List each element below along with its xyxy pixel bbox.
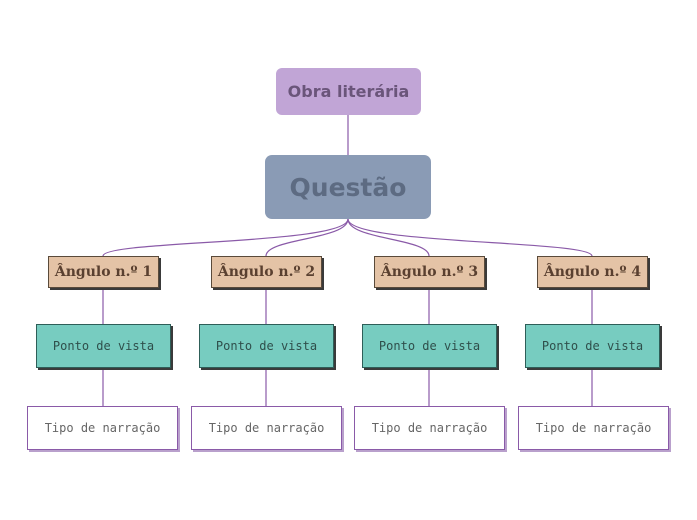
central-topic-label: Questão <box>289 172 407 202</box>
narration-node-3[interactable]: Tipo de narração <box>354 406 505 450</box>
narration-label: Tipo de narração <box>371 421 488 435</box>
angle-node-4[interactable]: Ângulo n.º 4 <box>537 256 648 288</box>
narration-node-2[interactable]: Tipo de narração <box>191 406 342 450</box>
pov-node-2[interactable]: Ponto de vista <box>199 324 334 368</box>
pov-node-4[interactable]: Ponto de vista <box>525 324 660 368</box>
angle-node-3[interactable]: Ângulo n.º 3 <box>374 256 485 288</box>
connector-main-angle-4 <box>347 218 593 257</box>
connector-main-angle-1 <box>102 218 349 257</box>
narration-label: Tipo de narração <box>208 421 325 435</box>
pov-label: Ponto de vista <box>52 339 155 353</box>
narration-node-1[interactable]: Tipo de narração <box>27 406 178 450</box>
topic-obra-literaria[interactable]: Obra literária <box>276 68 421 115</box>
pov-label: Ponto de vista <box>378 339 481 353</box>
pov-node-1[interactable]: Ponto de vista <box>36 324 171 368</box>
narration-node-4[interactable]: Tipo de narração <box>518 406 669 450</box>
angle-node-2[interactable]: Ângulo n.º 2 <box>211 256 322 288</box>
pov-label: Ponto de vista <box>541 339 644 353</box>
pov-node-3[interactable]: Ponto de vista <box>362 324 497 368</box>
connector-main-angle-3 <box>347 218 430 257</box>
pov-label: Ponto de vista <box>215 339 318 353</box>
angle-node-1[interactable]: Ângulo n.º 1 <box>48 256 159 288</box>
connector-main-angle-2 <box>265 218 349 257</box>
angle-label: Ângulo n.º 3 <box>380 264 479 280</box>
narration-label: Tipo de narração <box>535 421 652 435</box>
central-topic-questao[interactable]: Questão <box>265 155 431 219</box>
topic-label: Obra literária <box>287 82 410 101</box>
narration-label: Tipo de narração <box>44 421 161 435</box>
angle-label: Ângulo n.º 2 <box>217 264 316 280</box>
angle-label: Ângulo n.º 1 <box>54 264 153 280</box>
angle-label: Ângulo n.º 4 <box>543 264 642 280</box>
